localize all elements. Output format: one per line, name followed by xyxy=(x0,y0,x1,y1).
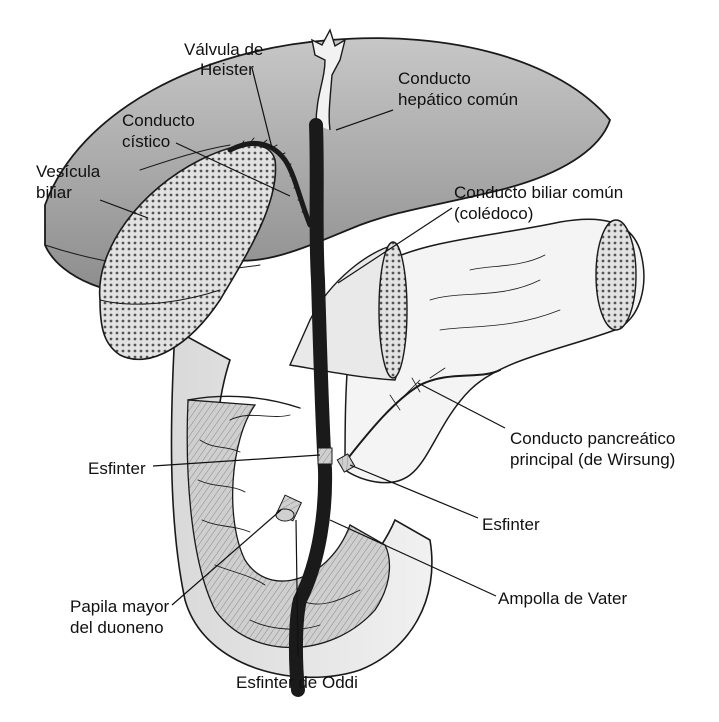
label-vesicula-biliar-line2: biliar xyxy=(36,183,72,202)
label-esfinter-oddi: Esfinter de Oddi xyxy=(236,673,358,692)
label-esfinter-der: Esfinter xyxy=(482,515,540,534)
label-valvula-heister-line2: Heister xyxy=(200,60,254,79)
label-vesicula-biliar-line1: Vesícula xyxy=(36,162,101,181)
label-conducto-hepatico-line1: Conducto xyxy=(398,69,471,88)
label-conducto-pancreatico-line2: principal (de Wirsung) xyxy=(510,450,675,469)
label-papila-mayor-line2: del duoneno xyxy=(70,618,164,637)
label-conducto-pancreatico-line1: Conducto pancreático xyxy=(510,429,675,448)
label-conducto-pancreatico: Conducto pancreático principal (de Wirsu… xyxy=(510,429,680,469)
label-conducto-biliar-comun-line2: (colédoco) xyxy=(454,204,533,223)
label-papila-mayor-line1: Papila mayor xyxy=(70,597,170,616)
label-valvula-heister-line1: Válvula de xyxy=(184,40,263,59)
label-conducto-cistico-line2: cístico xyxy=(122,132,170,151)
label-conducto-hepatico-line2: hepático común xyxy=(398,90,518,109)
label-conducto-biliar-comun: Conducto biliar común (colédoco) xyxy=(454,183,628,223)
label-conducto-cistico-line1: Conducto xyxy=(122,111,195,130)
label-papila-mayor: Papila mayor del duoneno xyxy=(70,597,174,637)
label-conducto-biliar-comun-line1: Conducto biliar común xyxy=(454,183,623,202)
label-ampolla-vater: Ampolla de Vater xyxy=(498,589,627,608)
label-esfinter-izq: Esfinter xyxy=(88,459,146,478)
duodenum-lumen xyxy=(290,242,407,380)
